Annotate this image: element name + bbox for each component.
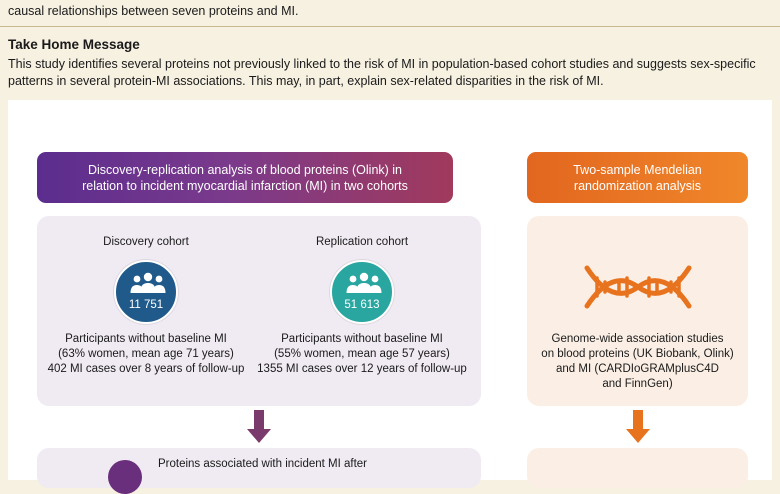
replication-desc-line2: (55% women, mean age 57 years)	[274, 348, 450, 360]
discovery-desc-line1: Participants without baseline MI	[65, 333, 227, 345]
discovery-participant-count: 11 751	[128, 299, 164, 311]
discovery-cohort-title: Discovery cohort	[103, 236, 189, 248]
replication-cohort-badge: 51 613	[330, 260, 394, 324]
gwas-desc-line1: Genome-wide association studies	[551, 333, 724, 345]
people-group-icon	[130, 272, 166, 293]
gwas-desc-line4: and FinnGen)	[602, 378, 673, 390]
discovery-replication-header-line1: Discovery-replication analysis of blood …	[87, 162, 403, 177]
mendelian-randomization-header-line2: randomization analysis	[573, 178, 702, 193]
gwas-box	[527, 216, 748, 406]
section-divider	[0, 26, 780, 27]
dna-helix-icon	[584, 265, 692, 309]
gwas-desc-line3: and MI (CARDIoGRAMplusC4D	[556, 363, 719, 375]
down-arrow-icon	[247, 410, 271, 443]
discovery-desc-line2: (63% women, mean age 71 years)	[58, 348, 234, 360]
cohorts-box	[37, 216, 481, 406]
mendelian-randomization-header: Two-sample Mendelian randomization analy…	[527, 152, 748, 203]
protein-results-text: Proteins associated with incident MI aft…	[158, 458, 368, 470]
mendelian-randomization-header-line1: Two-sample Mendelian	[573, 162, 702, 177]
discovery-replication-header: Discovery-replication analysis of blood …	[37, 152, 453, 203]
replication-cohort-title: Replication cohort	[315, 236, 409, 248]
discovery-cohort-description: Participants without baseline MI (63% wo…	[31, 332, 261, 377]
replication-desc-line3: 1355 MI cases over 12 years of follow-up	[257, 363, 467, 375]
mr-results-box	[527, 448, 748, 488]
gwas-desc-line2: on blood proteins (UK Biobank, Olink)	[541, 348, 734, 360]
discovery-replication-header-line2: relation to incident myocardial infarcti…	[82, 178, 408, 193]
take-home-title: Take Home Message	[8, 37, 140, 52]
replication-desc-line1: Participants without baseline MI	[281, 333, 443, 345]
down-arrow-icon	[626, 410, 650, 443]
discovery-cohort-badge: 11 751	[114, 260, 178, 324]
replication-cohort-description: Participants without baseline MI (55% wo…	[247, 332, 477, 377]
protein-results-icon	[108, 460, 142, 494]
gwas-description: Genome-wide association studies on blood…	[527, 332, 748, 392]
take-home-body: This study identifies several proteins n…	[8, 57, 756, 88]
people-group-icon	[346, 272, 382, 293]
discovery-desc-line3: 402 MI cases over 8 years of follow-up	[47, 363, 245, 375]
replication-participant-count: 51 613	[344, 299, 380, 311]
intro-text-tail: causal relationships between seven prote…	[8, 4, 299, 18]
